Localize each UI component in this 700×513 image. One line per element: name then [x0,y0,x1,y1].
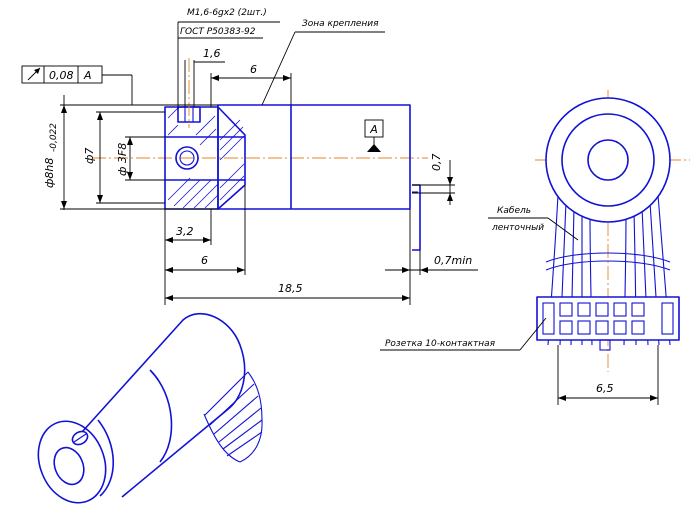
thread-label: M1,6-6gx2 (2шт.) [187,8,267,18]
dim-18-5: 18,5 [278,282,303,295]
iso-step-2 [149,369,173,463]
tolerance-value: 0,08 [49,69,74,82]
cable-label-2: ленточный [491,223,544,233]
dim-6-top: 6 [250,63,257,76]
end-middle-circle [561,113,655,207]
dim-d3f8: ф 3F8 [116,143,129,176]
dim-3-2: 3,2 [176,225,194,238]
body-outline [217,104,411,210]
end-outer-circle [545,97,671,223]
socket-connector [536,296,680,351]
socket-label: Розетка 10-контактная [385,339,496,349]
dim-0-7min: 0,7min [434,254,472,267]
iso-body-outline [81,312,246,498]
end-bore-circle [587,139,629,181]
dim-d7: ф7 [83,148,96,164]
nose-chamfer [217,106,246,210]
mount-zone-label: Зона крепления [302,19,379,29]
tolerance-datum: A [83,69,92,82]
iso-ribbon [203,371,263,463]
iso-screw [71,430,89,446]
dim-6-5: 6,5 [596,382,614,395]
dim-1-6: 1,6 [203,47,221,60]
dim-d8h8: ф8h8 [43,158,56,188]
side-dimensions: M1,6-6gx2 (2шт.) ГОСТ Р50383-92 1,6 6 Зо… [21,8,478,305]
cable-label-1: Кабель [497,206,531,216]
dim-6-bottom: 6 [201,254,208,267]
cable-tab-outline [412,184,421,251]
side-section-view: A [92,58,428,251]
iso-front-bore [53,446,85,486]
screw-hole [175,146,199,170]
dim-d8h8-tol: -0,022 [49,123,59,152]
end-view: Кабель ленточный Розетка 10-контактная 6… [380,90,690,405]
iso-step-1 [97,419,115,497]
iso-front-face [37,420,107,504]
section-hatching [167,107,245,209]
isometric-view [37,312,263,504]
dim-0-7: 0,7 [430,154,443,172]
tolerance-frame: 0,08 A [21,65,133,105]
datum-letter: A [369,123,378,136]
standard-label: ГОСТ Р50383-92 [180,27,256,37]
screw-hole-inner [179,150,195,166]
